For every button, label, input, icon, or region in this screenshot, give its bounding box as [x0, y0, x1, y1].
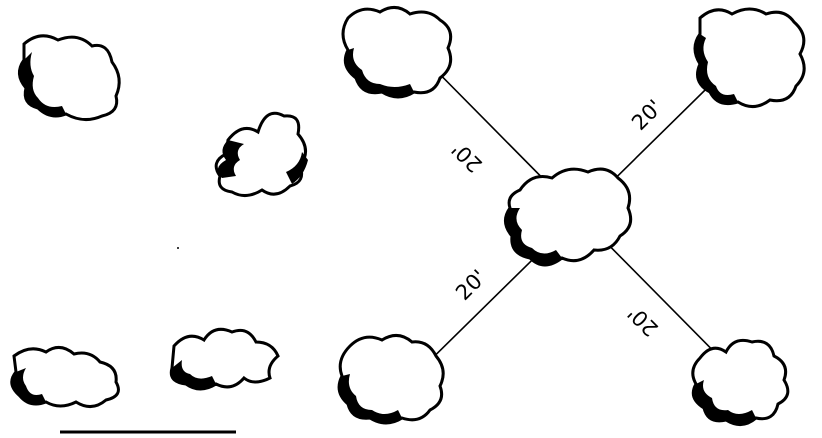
label-upper-right-distance: 20'	[627, 95, 667, 135]
label-upper-left-distance: 20'	[447, 137, 487, 177]
shrub-mid-left	[214, 111, 308, 197]
shrub-grid-bottom-left	[337, 334, 445, 425]
shrub-bottom-left	[10, 346, 120, 408]
label-lower-right-distance: 20'	[623, 301, 663, 341]
shrub-grid-top-left	[341, 6, 453, 99]
shrub-grid-top-right	[693, 7, 806, 108]
speck-mark	[177, 247, 179, 249]
shrub-grid-bottom-right	[691, 338, 790, 426]
label-lower-left-distance: 20'	[451, 265, 491, 305]
shrub-grid-center	[504, 167, 633, 267]
shrub-top-left	[18, 34, 121, 121]
shrub-bottom-center	[169, 327, 280, 391]
